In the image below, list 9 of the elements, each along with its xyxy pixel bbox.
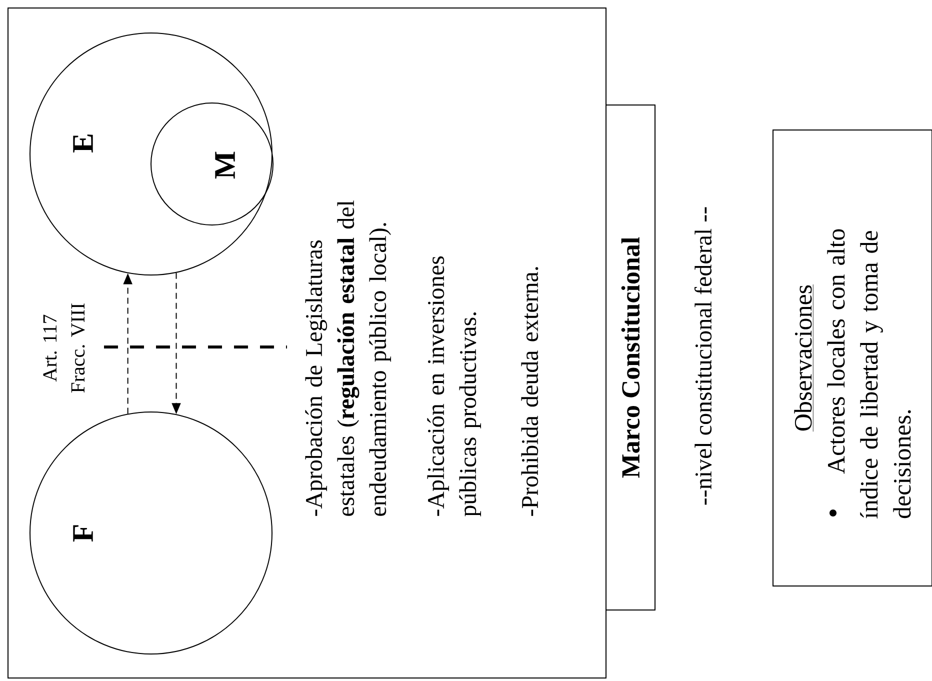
notes-box: Observaciones Actores locales con alto índice de libertad y toma de decisiones. (772, 130, 932, 586)
bullet-text: -Prohibida deuda externa. (521, 267, 538, 516)
article-label: Art. 117 Fracc. VIII (43, 303, 85, 393)
title-tab: Marco Constitucional (606, 104, 656, 610)
bullet-text: -Aplicación en inversiones públicas productivas. (427, 256, 481, 516)
circle-letter: F (73, 525, 93, 542)
circle-letter: M (215, 152, 235, 179)
circle-letter: E (73, 134, 93, 152)
level-label: --nivel constitucional federal -- (694, 207, 712, 505)
